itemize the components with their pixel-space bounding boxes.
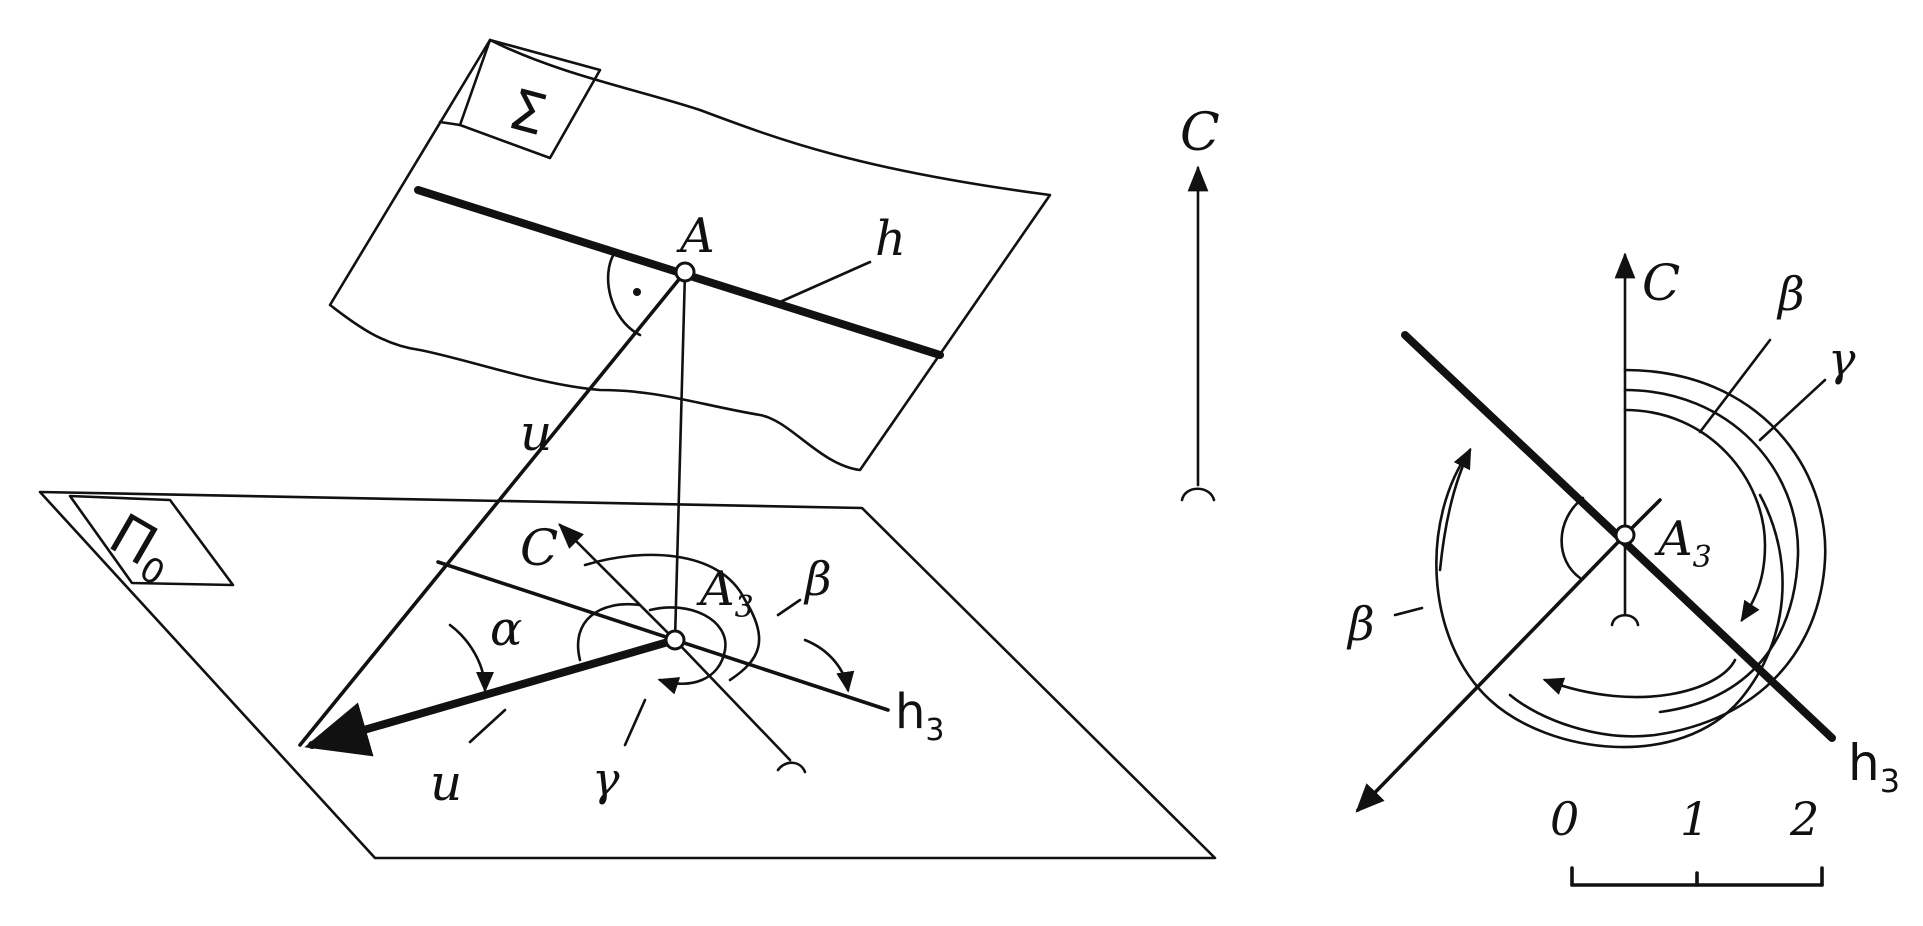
gamma-arc-right bbox=[1508, 368, 1827, 738]
sigma-label: Σ bbox=[502, 77, 553, 149]
scale-label-1: 1 bbox=[1680, 792, 1709, 846]
beta-leader-left bbox=[1393, 606, 1424, 617]
scale-label-2: 2 bbox=[1789, 792, 1819, 846]
c-vector-plane bbox=[558, 523, 677, 642]
projection-line bbox=[673, 270, 687, 642]
inner-arc-plane bbox=[648, 606, 727, 695]
label-c-middle: C bbox=[1180, 103, 1220, 163]
scale-bar: 0 1 2 bbox=[1550, 792, 1824, 887]
c-vector-base-mark bbox=[1180, 487, 1216, 502]
middle-c-vector: C bbox=[1180, 103, 1220, 502]
beta-leader-right bbox=[1698, 338, 1772, 434]
gamma-arc-plane bbox=[576, 602, 642, 662]
beta-arc-right bbox=[1623, 388, 1800, 714]
c-axis-right-base bbox=[1610, 613, 1640, 627]
line-u-upper bbox=[298, 270, 687, 747]
plane-sigma bbox=[328, 38, 1052, 472]
beta-arc-right-plane bbox=[803, 638, 855, 693]
gamma-leader-right bbox=[1758, 378, 1827, 442]
label-beta-left: β bbox=[1346, 597, 1375, 651]
label-beta-plane: β bbox=[803, 552, 832, 606]
pi0-label: Π0 bbox=[96, 502, 186, 594]
left-3d-figure: Σ Π0 h u A h3 u C bbox=[38, 38, 1217, 860]
beta-arc-plane bbox=[583, 553, 761, 682]
sigma-box-side bbox=[438, 120, 462, 127]
point-a3-right bbox=[1614, 524, 1636, 546]
label-c-plane: C bbox=[520, 519, 558, 577]
right-angle-dot bbox=[633, 288, 641, 296]
alpha-arc bbox=[448, 623, 495, 693]
pi0-label-box bbox=[68, 494, 235, 587]
label-u-upper: u bbox=[520, 404, 552, 462]
scale-label-0: 0 bbox=[1550, 792, 1579, 846]
gamma-leader-plane bbox=[623, 698, 647, 747]
line-u-right bbox=[1355, 533, 1627, 813]
line-h3 bbox=[436, 560, 890, 712]
label-a3: A3 bbox=[696, 561, 754, 625]
sigma-label-box bbox=[458, 38, 602, 160]
label-gamma-plane: γ bbox=[592, 752, 620, 806]
label-h: h bbox=[875, 211, 906, 267]
plane-pi0 bbox=[38, 490, 1217, 860]
label-h3: h3 bbox=[895, 684, 945, 748]
label-alpha: α bbox=[490, 601, 522, 657]
point-a bbox=[674, 261, 696, 283]
label-a: A bbox=[676, 208, 715, 264]
label-c-right: C bbox=[1642, 254, 1680, 312]
beta-circle-outer bbox=[1435, 448, 1784, 749]
beta-arc-inner bbox=[1623, 408, 1767, 623]
small-arc-a3 bbox=[1560, 496, 1585, 580]
label-h3-right: h3 bbox=[1848, 734, 1900, 800]
right-top-view: C β β γ h3 A3 bbox=[1346, 252, 1900, 887]
point-a3 bbox=[664, 629, 686, 651]
label-gamma-right: γ bbox=[1828, 332, 1856, 386]
label-beta-right: β bbox=[1776, 267, 1805, 321]
h-leader bbox=[778, 260, 872, 304]
inner-bottom-arc bbox=[1542, 658, 1737, 699]
right-angle-arc bbox=[606, 250, 642, 337]
c-tail-mark bbox=[776, 761, 807, 774]
u-leader bbox=[468, 708, 507, 744]
label-a3-right: A3 bbox=[1654, 511, 1712, 575]
label-u-lower: u bbox=[430, 754, 462, 812]
beta-arrow-left bbox=[1438, 447, 1472, 572]
c-line-tail bbox=[673, 638, 792, 762]
beta-leader-plane bbox=[776, 598, 802, 617]
